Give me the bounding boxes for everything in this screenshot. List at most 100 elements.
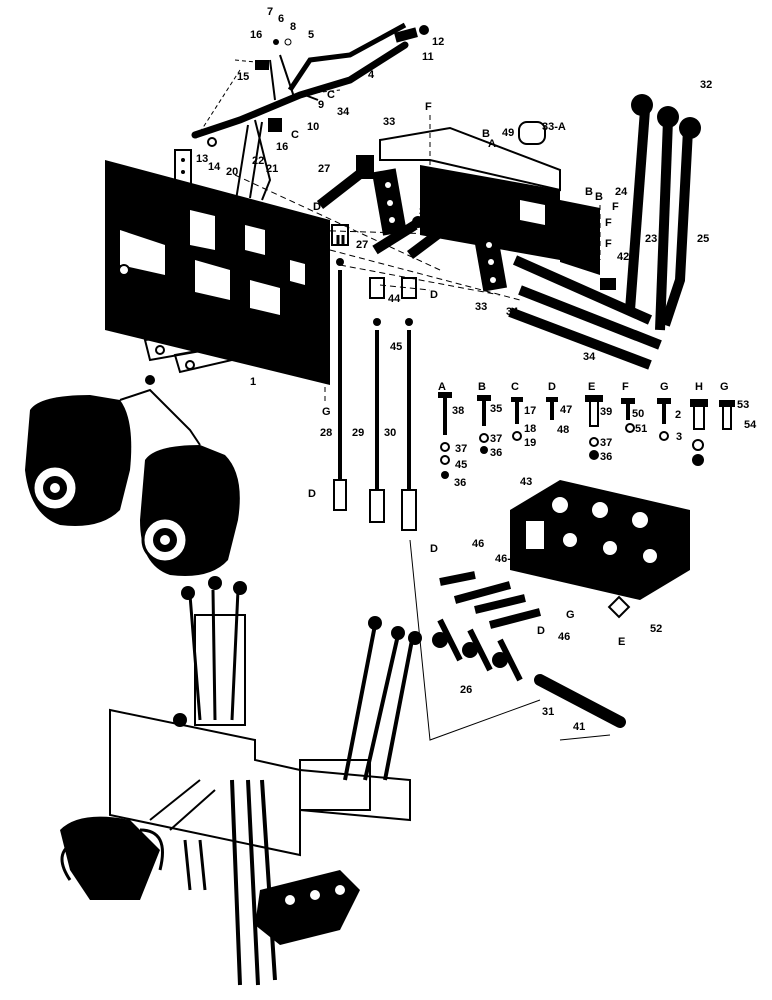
callout-label-l32: 32: [700, 79, 712, 91]
callout-label-l52: 52: [650, 623, 662, 635]
callout-label-l3: 3: [676, 431, 682, 443]
callout-label-l5: 5: [308, 29, 314, 41]
callout-label-lA1: A: [488, 138, 496, 150]
callout-label-l45c: 45: [455, 459, 467, 471]
callout-label-l48: 48: [557, 424, 569, 436]
callout-label-l29: 29: [352, 427, 364, 439]
callout-label-l1: 1: [250, 376, 256, 388]
callout-label-lE2: E: [618, 636, 625, 648]
callout-label-l13: 13: [196, 153, 208, 165]
callout-label-l43: 43: [520, 476, 532, 488]
callout-label-l34a: 34: [337, 106, 350, 118]
callout-label-l47: 47: [560, 404, 572, 416]
pivot-blocks: [316, 155, 508, 292]
gearbox-units: [25, 375, 240, 576]
callout-label-l46A: 46-A: [495, 553, 519, 565]
callout-label-l16a: 16: [250, 29, 262, 41]
callout-label-l12: 12: [432, 36, 444, 48]
callout-label-l45a: 45: [317, 261, 329, 273]
callout-label-l46b: 46: [558, 631, 570, 643]
callout-label-l37c: 37: [600, 437, 612, 449]
callout-label-l28: 28: [320, 427, 332, 439]
callout-label-l6: 6: [278, 13, 284, 25]
callout-label-l42: 42: [617, 251, 629, 263]
callout-label-l45b: 45: [390, 341, 402, 353]
callout-label-l8: 8: [290, 21, 296, 33]
callout-label-lE1: E: [588, 381, 595, 393]
callout-label-l33a: 33: [383, 116, 395, 128]
callout-label-l26: 26: [460, 684, 472, 696]
callout-label-l33b: 33: [475, 301, 487, 313]
callout-label-lG4: G: [720, 381, 729, 393]
callout-label-l33A: 33-A: [542, 121, 566, 133]
callout-label-lG3: G: [660, 381, 669, 393]
callout-label-l4: 4: [368, 69, 375, 81]
callout-label-l9: 9: [318, 99, 324, 111]
callout-label-l24: 24: [615, 186, 628, 198]
assembled-view: [60, 576, 422, 986]
callout-label-lF1: F: [425, 101, 432, 113]
callout-label-l27b: 27: [356, 239, 368, 251]
control-rod-assembly: [191, 22, 429, 201]
callout-label-lC3: C: [511, 381, 519, 393]
callout-label-l39: 39: [600, 406, 612, 418]
callout-label-l54: 54: [744, 419, 757, 431]
link-assembly: [432, 571, 626, 741]
callout-label-l34b: 34: [419, 206, 432, 218]
callout-label-l2: 2: [675, 409, 681, 421]
callout-label-l44b: 44: [388, 293, 401, 305]
callout-label-lD1: D: [313, 201, 321, 213]
callout-label-lG5: G: [566, 609, 575, 621]
callout-label-l37b: 37: [490, 433, 502, 445]
valve-block: [510, 480, 690, 619]
callout-label-l44a: 44: [306, 217, 319, 229]
callout-label-lD5: D: [430, 543, 438, 555]
callout-label-l50: 50: [632, 408, 644, 420]
callout-label-lD3: D: [548, 381, 556, 393]
callout-label-lB1: B: [482, 128, 490, 140]
callout-label-l30: 30: [384, 427, 396, 439]
callout-label-l37a: 37: [455, 443, 467, 455]
callout-label-lD2: D: [430, 289, 438, 301]
callout-label-l15: 15: [237, 71, 249, 83]
callout-label-l35: 35: [490, 403, 502, 415]
callout-label-l23: 23: [645, 233, 657, 245]
callout-label-lB2: B: [585, 186, 593, 198]
callout-label-l41: 41: [573, 721, 585, 733]
callout-label-lF2: F: [605, 217, 612, 229]
callout-label-lD6: D: [537, 625, 545, 637]
valve-bracket: [379, 115, 601, 275]
callout-label-l25: 25: [697, 233, 709, 245]
callout-label-l36a: 36: [454, 477, 466, 489]
callout-label-lF4: F: [605, 238, 612, 250]
callout-label-lF5: F: [622, 381, 629, 393]
callout-label-l36b: 36: [490, 447, 502, 459]
callout-label-lG1: G: [120, 309, 129, 321]
callout-label-lC2: C: [291, 129, 299, 141]
callout-label-lD4: D: [308, 488, 316, 500]
callout-label-l21: 21: [266, 163, 278, 175]
callout-label-lB3: B: [595, 191, 603, 203]
control-levers: [508, 94, 701, 370]
callout-label-l14: 14: [208, 161, 221, 173]
callout-label-l19: 19: [524, 437, 536, 449]
callout-label-lA2: A: [438, 381, 446, 393]
callout-label-l53: 53: [737, 399, 749, 411]
callout-label-l36c: 36: [600, 451, 612, 463]
callout-label-l17: 17: [524, 405, 536, 417]
callout-label-lH: H: [695, 381, 703, 393]
callout-label-l51: 51: [635, 423, 647, 435]
callout-label-l49: 49: [502, 127, 514, 139]
callout-label-l18: 18: [524, 423, 536, 435]
callout-label-lC1: C: [327, 89, 335, 101]
connecting-rods: [331, 224, 541, 741]
callout-label-lB4: B: [478, 381, 486, 393]
callout-label-l20: 20: [226, 166, 238, 178]
callout-label-l34d: 34: [583, 351, 596, 363]
callout-label-l38: 38: [452, 405, 464, 417]
callout-label-lG2: G: [322, 406, 331, 418]
reference-lines: [234, 174, 521, 301]
